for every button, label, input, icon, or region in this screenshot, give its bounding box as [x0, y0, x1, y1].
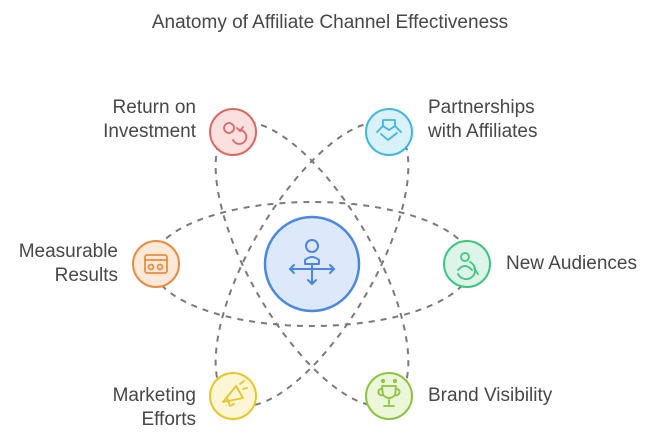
node-return-on-investment	[209, 108, 257, 156]
node-measurable-results	[132, 240, 180, 288]
handshake-icon	[376, 119, 402, 141]
dashboard-icon	[144, 254, 168, 274]
person-with-arrows-icon	[289, 239, 335, 285]
diagram-title: Anatomy of Affiliate Channel Effectivene…	[151, 12, 509, 33]
node-new-audiences	[443, 240, 491, 288]
money-cycle-icon	[223, 122, 248, 145]
node-partnerships-with-affiliates	[365, 108, 413, 156]
megaphone-icon	[222, 380, 248, 407]
trophy-icon	[377, 378, 401, 407]
label-new-audiences: New Audiences	[506, 253, 637, 274]
label-brand-visibility: Brand Visibility	[428, 385, 553, 406]
node-brand-visibility	[365, 372, 413, 420]
center-node	[263, 215, 361, 313]
globe-people-icon	[457, 252, 479, 281]
node-marketing-efforts	[209, 372, 257, 420]
